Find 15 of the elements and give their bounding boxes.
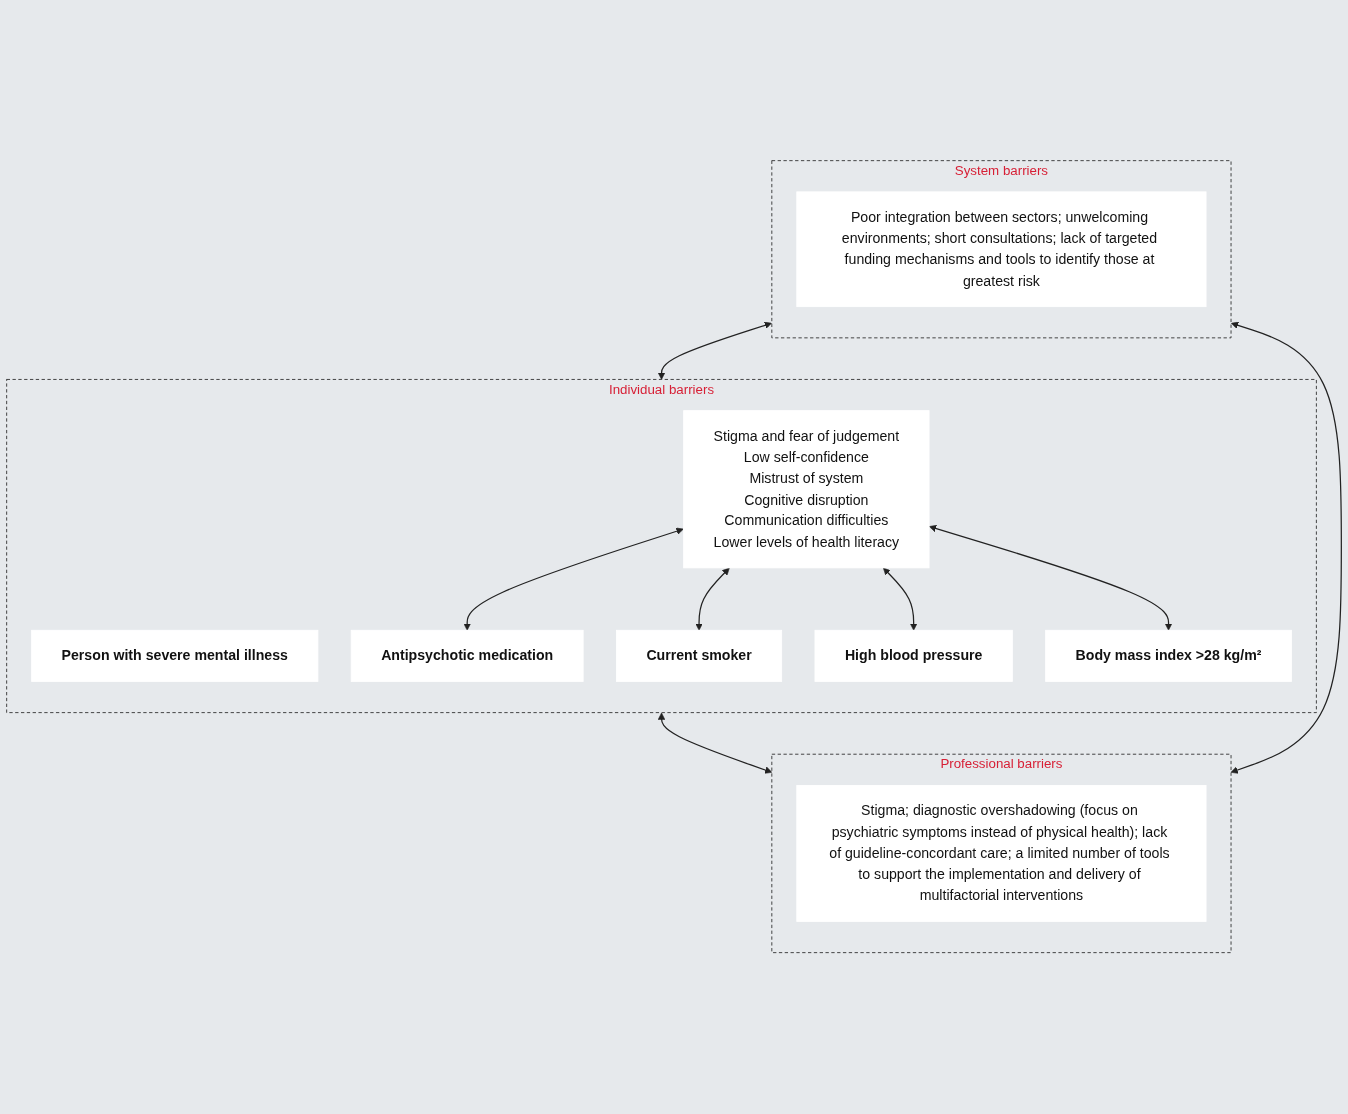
arrow xyxy=(929,525,1173,631)
arrow xyxy=(657,713,773,774)
arrow xyxy=(657,322,772,381)
arrow xyxy=(463,528,684,631)
node-box: High blood pressure xyxy=(814,630,1013,683)
node-box: Antipsychotic medication xyxy=(350,630,584,683)
node-box: Stigma and fear of judgement Low self-confidence Mistrust of system Cognitive disruption Communication difficulties Lower levels of health literacy xyxy=(683,410,930,569)
arrow xyxy=(695,568,730,631)
node-box: Body mass index >28 kg/m² xyxy=(1045,630,1292,683)
node-box: Poor integration between sectors; unwelcoming environments; short consultations; lack of targeted funding mechanisms and tools to identify those at greatest risk xyxy=(796,191,1207,308)
node-box: Current smoker xyxy=(616,630,783,683)
node-box: Person with severe mental illness xyxy=(31,630,319,683)
arrow xyxy=(1230,322,1342,774)
arrow xyxy=(883,568,918,631)
node-box: Stigma; diagnostic overshadowing (focus on psychiatric symptoms instead of physical health); lack of guideline-concordant care; a limited number of tools to support the implementation and delivery of multifactorial interventions xyxy=(796,785,1207,923)
